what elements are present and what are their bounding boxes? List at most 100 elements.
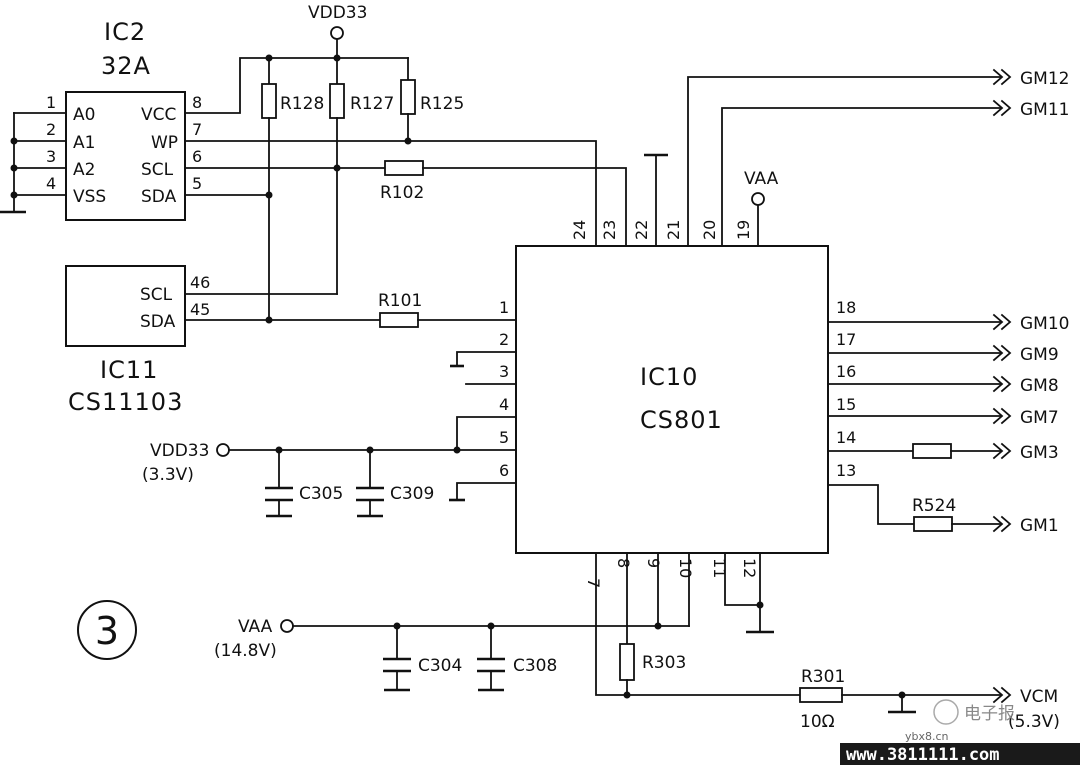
vcm-voltage: (5.3V) <box>1008 712 1060 732</box>
ic10-pin-num: 23 <box>600 220 619 240</box>
vdd33-input: VDD33 (3.3V) C305 C309 <box>142 441 458 518</box>
resistor-r101 <box>379 312 419 328</box>
vaa-terminal <box>751 192 765 206</box>
c309-label: C309 <box>390 484 434 504</box>
c304-label: C304 <box>418 656 462 676</box>
vaa-voltage: (14.8V) <box>214 641 277 661</box>
r128-label: R128 <box>280 94 324 114</box>
ic10-pin-num: 5 <box>499 428 509 447</box>
output-label: GM12 <box>1020 69 1069 89</box>
ic11-pin-num: 46 <box>190 273 210 292</box>
ic2-wiring: VDD33 R128 R127 R125 R102 <box>184 3 627 321</box>
c308-label: C308 <box>513 656 557 676</box>
resistor-r102 <box>384 160 424 176</box>
resistor-gm3 <box>912 443 952 459</box>
r101-label: R101 <box>378 291 422 311</box>
output-label: GM11 <box>1020 100 1069 120</box>
r303-label: R303 <box>642 653 686 673</box>
resistor-r128 <box>261 83 277 119</box>
vdd33-top-label: VDD33 <box>308 3 367 23</box>
ic11-pin-name: SCL <box>140 285 173 305</box>
ic2: IC2 32A 1 2 3 4 A0 A1 A2 VSS VCC WP SCL … <box>0 18 202 221</box>
ic10-pin-num: 4 <box>499 395 509 414</box>
ic10-pin-num: 17 <box>836 330 856 349</box>
ic11: SCL SDA 46 45 IC11 CS11103 R101 <box>65 265 517 416</box>
watermark-site: www.3811111.com <box>846 745 1000 765</box>
ic10-pin-num: 10 <box>676 558 695 578</box>
output-label: GM1 <box>1020 516 1059 536</box>
output-label: GM10 <box>1020 314 1069 334</box>
ic10-pin-num: 3 <box>499 362 509 381</box>
vcm-label: VCM <box>1020 687 1058 707</box>
ic10-pin-num: 21 <box>664 220 683 240</box>
ic2-pin-num: 7 <box>192 120 202 139</box>
ic10-pin-num: 13 <box>836 461 856 480</box>
ic2-body <box>65 91 186 221</box>
r125-label: R125 <box>420 94 464 114</box>
vaa-left-label: VAA <box>238 617 273 637</box>
ic11-pin-num: 45 <box>190 300 210 319</box>
ic11-part: CS11103 <box>68 388 183 416</box>
r102-label: R102 <box>380 183 424 203</box>
resistor-r127 <box>329 83 345 119</box>
resistor-r303 <box>619 643 635 681</box>
ic10-pin-num: 18 <box>836 298 856 317</box>
output-label: GM9 <box>1020 345 1059 365</box>
figure-number: 3 <box>77 600 137 660</box>
vdd33-voltage: (3.3V) <box>142 465 194 485</box>
vdd33-left-label: VDD33 <box>150 441 209 461</box>
resistor-r125 <box>400 79 416 115</box>
ic2-pin-name: A1 <box>73 133 95 153</box>
ic10-part: CS801 <box>640 406 723 434</box>
ic10-pin-num: 19 <box>734 220 753 240</box>
ic2-pin-num: 5 <box>192 174 202 193</box>
r301-value: 10Ω <box>800 712 835 732</box>
ic10-ref: IC10 <box>640 363 698 391</box>
c305-label: C305 <box>299 484 343 504</box>
vdd33-terminal <box>330 26 344 40</box>
ic10-body <box>515 245 829 554</box>
watermark-site-small: ybx8.cn <box>905 730 949 743</box>
ic2-pin-name: A2 <box>73 160 95 180</box>
resistor-r524 <box>913 516 953 532</box>
output-label: GM7 <box>1020 408 1059 428</box>
ic10-pin-num: 8 <box>614 558 633 568</box>
ic11-pin-name: SDA <box>140 312 176 332</box>
ic2-pin-name: VSS <box>73 187 106 207</box>
output-label: GM8 <box>1020 376 1059 396</box>
ic2-pin-num: 8 <box>192 93 202 112</box>
r524-label: R524 <box>912 496 956 516</box>
ic10-pin-num: 20 <box>700 220 719 240</box>
wechat-icon <box>933 699 959 725</box>
figure-number-text: 3 <box>95 609 119 653</box>
ic2-pin-num: 1 <box>46 93 56 112</box>
output-label: GM3 <box>1020 443 1059 463</box>
ic10-pin-num: 1 <box>499 298 509 317</box>
ic10-pin-num: 7 <box>584 578 603 588</box>
ic10-pin-num: 15 <box>836 395 856 414</box>
ic2-part: 32A <box>101 52 151 80</box>
ic2-pin-name: SCL <box>141 160 174 180</box>
ic10-pin-num: 11 <box>710 558 729 578</box>
r127-label: R127 <box>350 94 394 114</box>
vaa-top-label: VAA <box>744 169 779 189</box>
ic2-ref: IC2 <box>104 18 146 46</box>
ic10-pin-num: 22 <box>632 220 651 240</box>
vaa-input: VAA (14.8V) C304 C308 <box>214 617 690 692</box>
output-arrows <box>992 68 1012 704</box>
ic2-pin-name: WP <box>151 133 178 153</box>
ic2-pin-num: 3 <box>46 147 56 166</box>
ic2-pin-name: SDA <box>141 187 177 207</box>
watermark: 电子报 ybx8.cn www.3811111.com <box>840 699 1080 765</box>
watermark-brand: 电子报 <box>964 704 1015 724</box>
r301-label: R301 <box>801 667 845 687</box>
ic11-body <box>65 265 186 347</box>
ic10-pin-num: 14 <box>836 428 856 447</box>
ic10-pin-num: 16 <box>836 362 856 381</box>
resistor-r301 <box>799 687 843 703</box>
ic2-pin-num: 6 <box>192 147 202 166</box>
ic11-ref: IC11 <box>100 356 158 384</box>
ic10: IC10 CS801 1 2 3 4 5 6 18 17 16 15 14 13… <box>449 68 1069 704</box>
ic2-pin-num: 2 <box>46 120 56 139</box>
